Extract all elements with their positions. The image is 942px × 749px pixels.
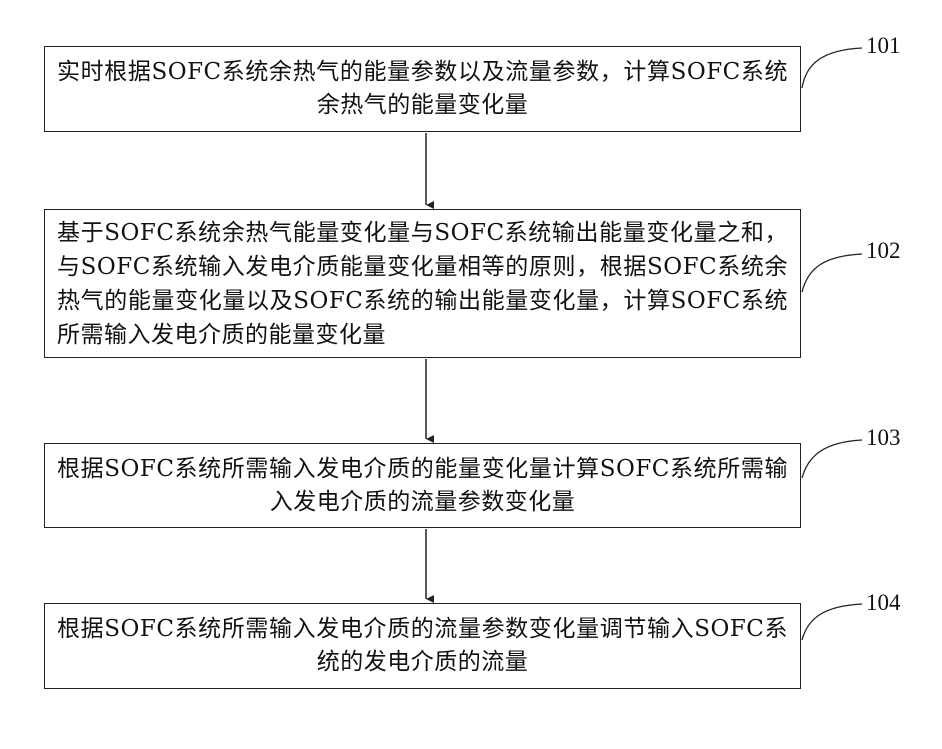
step-text-104: 根据SOFC系统所需输入发电介质的流量参数变化量调节输入SOFC系统的发电介质的… (45, 613, 800, 679)
leader-line-101 (802, 48, 862, 88)
step-text-101: 实时根据SOFC系统余热气的能量参数以及流量参数，计算SOFC系统余热气的能量变… (45, 56, 800, 122)
step-box-101: 实时根据SOFC系统余热气的能量参数以及流量参数，计算SOFC系统余热气的能量变… (44, 46, 801, 132)
leader-line-104 (802, 604, 862, 640)
leader-line-102 (802, 254, 862, 292)
step-text-102: 基于SOFC系统余热气能量变化量与SOFC系统输出能量变化量之和，与SOFC系统… (45, 216, 800, 352)
step-box-102: 基于SOFC系统余热气能量变化量与SOFC系统输出能量变化量之和，与SOFC系统… (44, 209, 801, 358)
step-label-102: 102 (866, 238, 901, 264)
step-text-103: 根据SOFC系统所需输入发电介质的能量变化量计算SOFC系统所需输入发电介质的流… (45, 453, 800, 519)
step-label-104: 104 (866, 590, 901, 616)
step-label-103: 103 (866, 425, 901, 451)
step-box-104: 根据SOFC系统所需输入发电介质的流量参数变化量调节输入SOFC系统的发电介质的… (44, 603, 801, 689)
leader-line-103 (802, 440, 862, 478)
step-box-103: 根据SOFC系统所需输入发电介质的能量变化量计算SOFC系统所需输入发电介质的流… (44, 443, 801, 528)
step-label-101: 101 (866, 33, 901, 59)
